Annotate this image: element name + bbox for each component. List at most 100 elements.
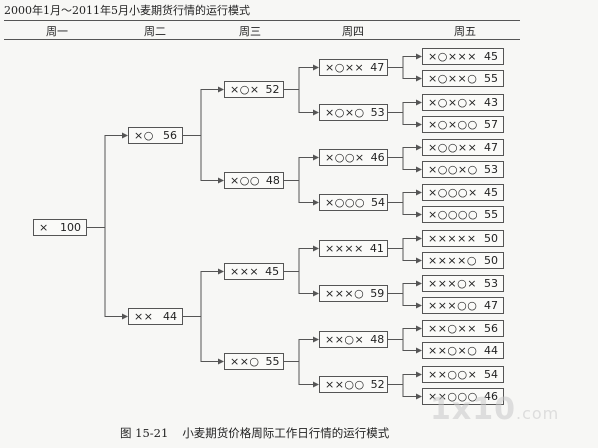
node-value: 46 [370, 151, 385, 164]
node-pattern: ××○○○ [428, 390, 478, 403]
node-friday: ×○××× 45 [422, 48, 504, 65]
node-pattern: ×○ [134, 129, 154, 142]
connector-arrow [284, 245, 319, 272]
node-pattern: ××○○ [325, 378, 365, 391]
node-thursday: ××○○ 52 [319, 376, 388, 393]
node-tuesday: ×× 44 [128, 308, 183, 325]
node-pattern: ××××× [428, 232, 477, 245]
connector-arrow [183, 135, 224, 184]
connector-arrow [388, 325, 422, 340]
connector-arrow [284, 64, 319, 90]
node-pattern: ××○○× [428, 368, 478, 381]
node-value: 56 [484, 322, 498, 335]
node-value: 52 [370, 378, 385, 391]
day-header-tue: 周二 [144, 25, 166, 38]
node-value: 46 [484, 390, 498, 403]
node-value: 59 [370, 287, 385, 300]
node-friday: ×○○×○ 53 [422, 161, 504, 178]
node-friday: ××○○○ 46 [422, 388, 504, 405]
node-wednesday: ××○ 55 [224, 353, 284, 370]
connector-arrow [388, 293, 422, 309]
connector-arrow [284, 336, 319, 362]
node-value: 54 [484, 368, 498, 381]
node-pattern: ×○× [230, 83, 260, 96]
connector-arrow [284, 154, 319, 181]
connector-arrow [284, 180, 319, 206]
day-header-fri: 周五 [454, 25, 476, 38]
node-wednesday: ××× 45 [224, 263, 284, 280]
connector-arrow [388, 384, 422, 400]
connector-arrow [284, 271, 319, 297]
connector-arrow [183, 268, 224, 317]
node-friday: ×○○○○ 55 [422, 206, 504, 223]
watermark-logo: 1x10.com [430, 392, 560, 427]
node-value: 44 [484, 344, 498, 357]
node-pattern: ×○×× [325, 61, 365, 74]
connector-arrow [87, 227, 128, 320]
node-value: 57 [484, 118, 498, 131]
node-friday: ×○○○× 45 [422, 184, 504, 201]
connector-arrow [388, 339, 422, 354]
node-friday: ×○×○○ 57 [422, 116, 504, 133]
node-pattern: ×× [134, 310, 154, 323]
connector-arrow [388, 189, 422, 203]
node-pattern: ×○○×× [428, 141, 478, 154]
node-value: 53 [484, 277, 498, 290]
node-pattern: ×○○○○ [428, 208, 479, 221]
node-pattern: ×××○○ [428, 299, 478, 312]
connector-arrow [87, 132, 128, 228]
node-thursday: ×○×○ 53 [319, 104, 388, 121]
node-value: 41 [369, 242, 384, 255]
node-pattern: ×○××○ [428, 72, 478, 85]
node-thursday: ×○○× 46 [319, 149, 388, 166]
connector-arrow [183, 316, 224, 365]
node-pattern: ×○○○× [428, 186, 478, 199]
node-value: 45 [265, 265, 280, 278]
node-value: 50 [484, 254, 498, 267]
node-pattern: ×○××× [428, 50, 477, 63]
node-thursday: ×○×× 47 [319, 59, 388, 76]
node-value: 43 [484, 96, 498, 109]
node-monday: × 100 [33, 219, 87, 236]
day-header-wed: 周三 [239, 25, 261, 38]
node-pattern: ×××○× [428, 277, 477, 290]
connector-arrow [388, 235, 422, 249]
node-pattern: ×○×○○ [428, 118, 478, 131]
node-friday: ××○×× 56 [422, 320, 504, 337]
node-value: 47 [370, 61, 385, 74]
node-value: 52 [265, 83, 280, 96]
node-value: 48 [265, 174, 280, 187]
node-friday: ××○○× 54 [422, 366, 504, 383]
connector-arrow [388, 371, 422, 385]
node-value: 48 [370, 333, 385, 346]
node-tuesday: ×○ 56 [128, 127, 183, 144]
node-friday: ×○×○× 43 [422, 94, 504, 111]
diagram-title: 2000年1月～2011年5月小麦期货行情的运行模式 [4, 4, 250, 17]
node-pattern: ×○○×○ [428, 163, 478, 176]
node-pattern: ×○○× [325, 151, 365, 164]
node-value: 47 [484, 299, 498, 312]
node-value: 54 [371, 196, 386, 209]
node-value: 100 [60, 221, 81, 234]
connector-arrow [388, 99, 422, 113]
node-value: 56 [163, 129, 177, 142]
connector-arrow [388, 112, 422, 128]
connector-arrow [388, 53, 422, 68]
connector-arrow [388, 157, 422, 173]
node-pattern: ×○×○× [428, 96, 478, 109]
connector-arrow [388, 202, 422, 218]
connector-arrow [183, 86, 224, 136]
node-friday: ×××○○ 47 [422, 297, 504, 314]
header-rule-bottom [4, 39, 520, 40]
figure-number: 图 15-21 [120, 426, 169, 440]
node-thursday: ×○○○ 54 [319, 194, 388, 211]
node-pattern: ×××× [325, 242, 364, 255]
node-friday: ×○○×× 47 [422, 139, 504, 156]
node-pattern: ××○× [325, 333, 365, 346]
node-pattern: ×××○ [325, 287, 365, 300]
node-friday: ××××○ 50 [422, 252, 504, 269]
day-header-thu: 周四 [342, 25, 364, 38]
node-value: 45 [484, 50, 498, 63]
